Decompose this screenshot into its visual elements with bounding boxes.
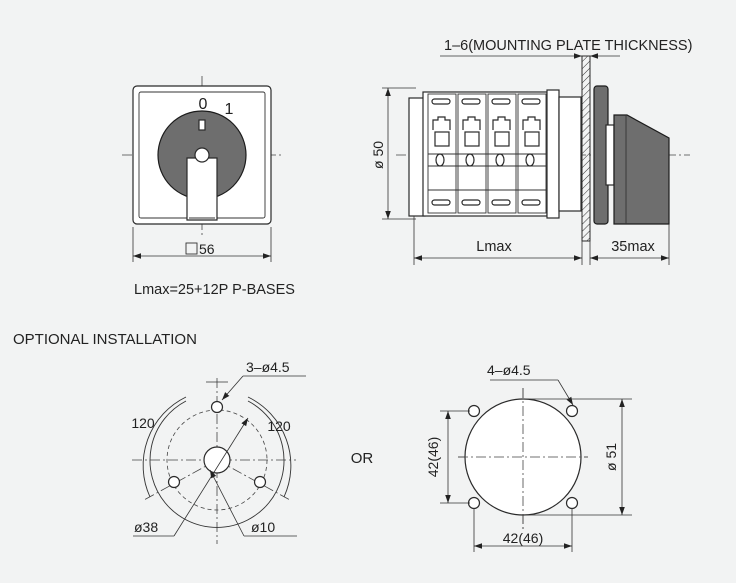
or-label: OR [351, 450, 374, 467]
front-view: 0 1 56 [122, 76, 282, 262]
vertical-42-label: 42(46) [425, 437, 441, 477]
angle-120-right-label: 120 [267, 418, 291, 434]
side-view: ø 50 [370, 38, 692, 265]
diameter-51-label: ø 51 [603, 443, 619, 471]
position-0-label: 0 [199, 96, 208, 113]
four-hole-pattern: 4–ø4.5 42(46) 42(46) ø 51 [425, 362, 632, 552]
lmax-formula: Lmax=25+12P P-BASES [134, 282, 295, 298]
diameter-10-label: ø10 [251, 519, 275, 535]
optional-installation-heading: OPTIONAL INSTALLATION [13, 331, 197, 348]
four-holes-label: 4–ø4.5 [487, 362, 531, 378]
three-hole-pattern: 3–ø4.5 120 120 ø38 ø10 [131, 359, 306, 544]
lmax-label: Lmax [476, 239, 512, 255]
plate-thickness-label: 1–6(MOUNTING PLATE THICKNESS) [444, 38, 692, 54]
three-holes-label: 3–ø4.5 [246, 359, 290, 375]
35max-label: 35max [611, 239, 655, 255]
angle-120-left-label: 120 [131, 415, 155, 431]
square-56-label: 56 [199, 241, 215, 257]
diameter-50-label: ø 50 [370, 141, 386, 169]
diameter-38-label: ø38 [134, 519, 158, 535]
contact-decks [427, 93, 547, 214]
position-1-label: 1 [225, 101, 234, 118]
horizontal-42-label: 42(46) [503, 530, 543, 546]
